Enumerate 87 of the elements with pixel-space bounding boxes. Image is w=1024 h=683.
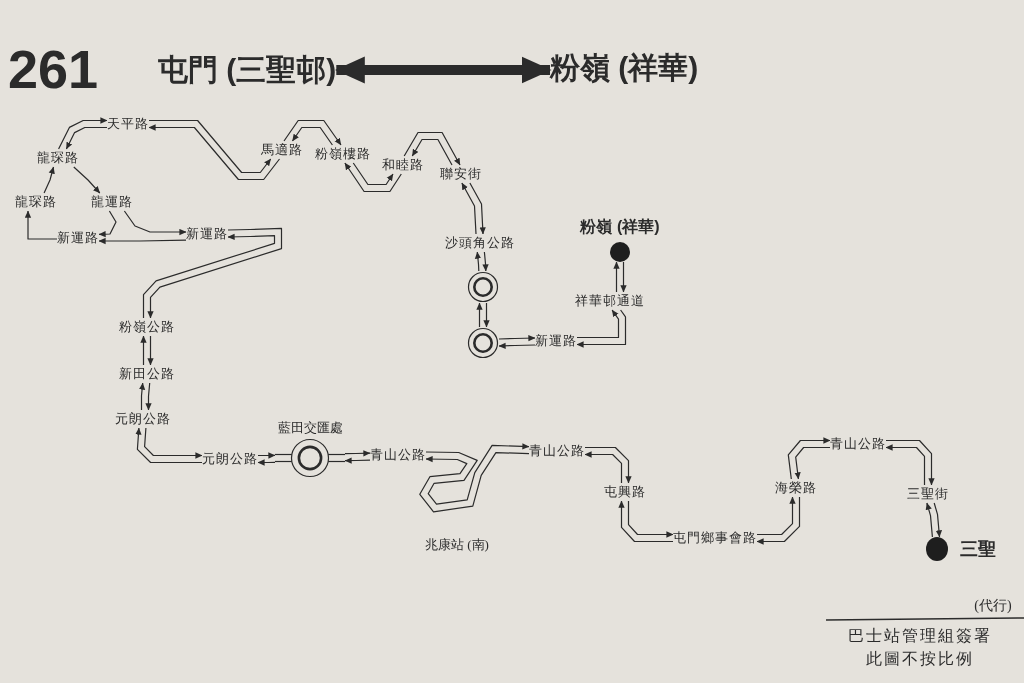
route-arrow xyxy=(403,131,461,166)
route-arrow xyxy=(257,452,276,459)
note-text: 此圖不按比例 xyxy=(866,648,974,669)
street-label: 沙頭角公路 xyxy=(445,234,515,252)
route-arrow xyxy=(794,446,831,480)
street-label: 新田公路 xyxy=(119,365,175,383)
double-arrow xyxy=(334,56,552,84)
route-arrow xyxy=(498,342,536,349)
route-number: 261 xyxy=(8,38,99,100)
street-label: 元朗公路 xyxy=(202,450,258,468)
junction-label: 藍田交匯處 xyxy=(276,419,344,437)
street-label: 祥華邨通道 xyxy=(575,292,645,310)
route-arrow xyxy=(24,210,58,240)
route-arrow xyxy=(613,261,620,293)
route-arrow xyxy=(344,457,371,464)
route-arrow xyxy=(147,335,154,366)
route-arrow xyxy=(584,451,623,484)
route-arrow xyxy=(620,261,627,293)
route-arrow xyxy=(461,182,477,235)
route-arrow xyxy=(885,439,935,486)
terminus-label: 粉嶺 (祥華) xyxy=(579,217,661,237)
route-arrow xyxy=(140,335,147,366)
route-arrow xyxy=(627,500,674,538)
route-arrow xyxy=(123,210,187,236)
route-arrow xyxy=(58,117,108,150)
street-label: 新運路 xyxy=(57,229,99,247)
route-arrow xyxy=(756,496,796,536)
route-arrow xyxy=(344,450,371,457)
route-arrow xyxy=(257,459,276,466)
route-arrow xyxy=(474,251,482,272)
street-label: 元朗公路 xyxy=(115,410,171,428)
destination-title: 粉嶺 (祥華) xyxy=(550,48,699,88)
street-label: 龍琛路 xyxy=(15,193,57,211)
route-arrow xyxy=(135,427,203,464)
street-label: 青山公路 xyxy=(370,446,426,464)
route-arrow xyxy=(469,182,486,235)
street-label: 聯安街 xyxy=(440,165,482,183)
street-label: 屯門鄉事會路 xyxy=(673,529,757,547)
route-arrow xyxy=(98,210,117,238)
route-arrow xyxy=(144,427,203,459)
route-arrow xyxy=(618,500,674,543)
street-label: 馬適路 xyxy=(261,141,303,159)
route-arrow xyxy=(73,166,101,194)
route-arrow xyxy=(148,119,272,174)
route-arrow xyxy=(145,382,152,411)
street-label: 海榮路 xyxy=(775,479,817,497)
route-arrow xyxy=(885,444,926,486)
route-arrow xyxy=(148,124,281,181)
route-arrow xyxy=(576,309,620,339)
route-arrow xyxy=(411,138,453,166)
station-label: 兆康站 (南) xyxy=(425,536,489,554)
route-arrow xyxy=(65,126,108,150)
route-arrow xyxy=(43,166,55,194)
route-arrow xyxy=(344,162,402,193)
street-label: 三聖街 xyxy=(907,485,949,503)
route-arrow xyxy=(352,162,394,186)
street-label: 龍運路 xyxy=(91,193,133,211)
signature-text: 巴士站管理組簽署 xyxy=(848,625,992,646)
route-arrow xyxy=(787,437,831,480)
street-label: 青山公路 xyxy=(830,435,886,453)
street-label: 屯興路 xyxy=(604,483,646,501)
route-arrow xyxy=(933,502,943,538)
route-arrow xyxy=(584,446,632,484)
route-arrow xyxy=(576,309,627,348)
street-label: 天平路 xyxy=(107,115,149,133)
route-arrow xyxy=(138,382,146,411)
destination-title: 屯門 (三聖邨) xyxy=(158,50,337,90)
terminus-label: 三聖 xyxy=(960,538,996,561)
street-label: 新運路 xyxy=(535,332,577,350)
note-text: (代行) xyxy=(974,597,1012,615)
route-arrow xyxy=(483,302,490,328)
route-arrow xyxy=(291,126,333,146)
street-label: 和睦路 xyxy=(382,156,424,174)
route-arrow xyxy=(283,119,342,146)
route-arrow xyxy=(925,502,933,538)
route-arrow xyxy=(98,237,187,245)
route-arrow xyxy=(419,452,530,513)
street-label: 青山公路 xyxy=(529,442,585,460)
route-arrow xyxy=(482,251,489,272)
route-arrow xyxy=(476,302,483,328)
route-arrow xyxy=(425,443,530,505)
street-label: 粉嶺公路 xyxy=(119,318,175,336)
street-label: 龍琛路 xyxy=(37,149,79,167)
route-arrow xyxy=(498,335,536,342)
route-arrow xyxy=(756,496,801,545)
street-label: 粉嶺樓路 xyxy=(315,145,371,163)
street-label: 新運路 xyxy=(186,225,228,243)
